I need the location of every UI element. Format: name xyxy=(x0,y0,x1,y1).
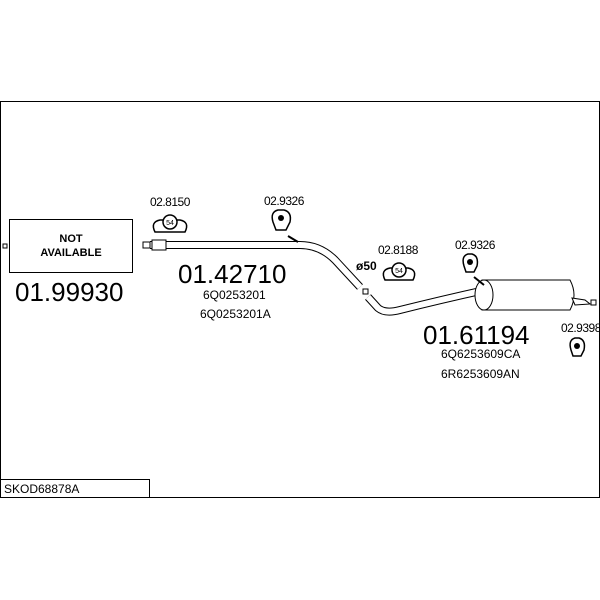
mount-code: 02.8150 xyxy=(150,195,191,209)
part-number-front-pipe: 01.42710 xyxy=(178,259,286,289)
mount-02-9326-rear[interactable]: 02.9326 xyxy=(455,238,496,273)
mount-code: 02.9326 xyxy=(455,238,496,252)
mount-code: 02.8188 xyxy=(378,243,419,257)
oem-front-pipe-2: 6Q0253201A xyxy=(200,307,271,321)
mount-size: 54 xyxy=(166,220,174,227)
mount-02-9326-front[interactable]: 02.9326 xyxy=(264,194,305,231)
mount-code: 02.9326 xyxy=(264,194,305,208)
not-available-line1: NOT xyxy=(59,233,83,245)
mount-size: 54 xyxy=(395,268,403,275)
diagram-code: SKOD68878A xyxy=(4,482,79,496)
front-pipe[interactable]: 01.42710 6Q0253201 6Q0253201A ø50 xyxy=(142,235,377,321)
code-box xyxy=(0,479,150,498)
mount-02-9398[interactable]: 02.9398 xyxy=(561,321,600,357)
oem-rear-silencer-1: 6Q6253609CA xyxy=(441,347,520,361)
part-number-rear-silencer: 01.61194 xyxy=(423,320,530,350)
rear-silencer[interactable]: 01.61194 6Q6253609CA 6R6253609AN xyxy=(362,276,597,381)
part-number-not-available: 01.99930 xyxy=(15,277,123,307)
mount-02-8150[interactable]: 02.8150 54 xyxy=(150,195,191,233)
not-available-line2: AVAILABLE xyxy=(40,247,101,259)
diameter-label: ø50 xyxy=(356,259,377,273)
mount-code: 02.9398 xyxy=(561,321,600,335)
mount-02-8188[interactable]: 02.8188 54 xyxy=(378,243,419,281)
not-available-part[interactable]: NOT AVAILABLE 01.99930 xyxy=(2,219,133,308)
oem-rear-silencer-2: 6R6253609AN xyxy=(441,367,520,381)
oem-front-pipe-1: 6Q0253201 xyxy=(203,288,266,302)
